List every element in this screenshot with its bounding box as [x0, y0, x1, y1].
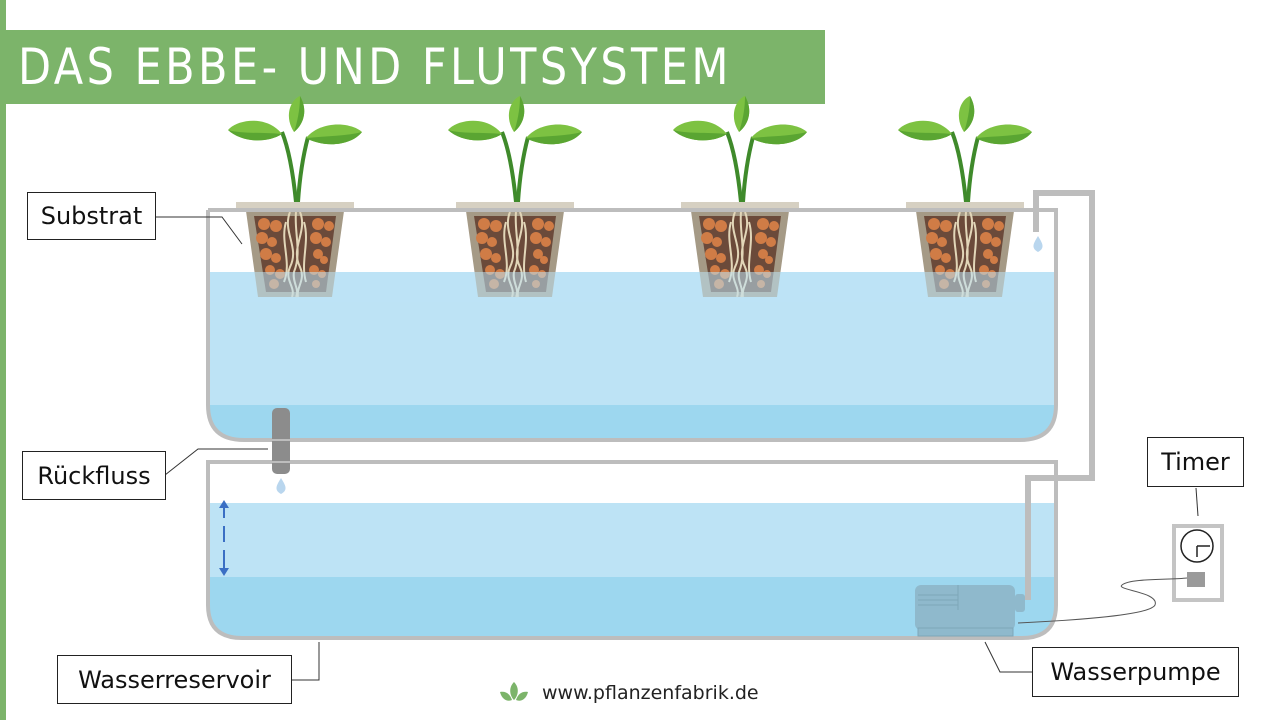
website-url[interactable]: www.pflanzenfabrik.de — [542, 682, 759, 704]
label-rueckfluss: Rückfluss — [22, 451, 166, 500]
left-accent-bar — [0, 0, 6, 720]
label-substrat: Substrat — [27, 192, 156, 240]
feed-pipe — [1025, 190, 1095, 600]
plant-4 — [896, 94, 1034, 298]
leaf-logo-icon — [500, 682, 528, 701]
title-banner: DAS EBBE- UND FLUTSYSTEM — [0, 30, 825, 104]
footer: www.pflanzenfabrik.de — [498, 680, 759, 706]
plant-1 — [226, 94, 364, 298]
label-wasserpumpe: Wasserpumpe — [1032, 647, 1239, 697]
upper-tray-water — [208, 272, 1056, 440]
label-wasserreservoir: Wasserreservoir — [57, 655, 292, 704]
plant-3 — [671, 94, 809, 298]
reservoir-water — [208, 577, 1056, 638]
water-pump — [915, 585, 1025, 637]
water-reservoir — [206, 460, 1058, 640]
page-title: DAS EBBE- UND FLUTSYSTEM — [18, 38, 732, 96]
upper-tray — [206, 208, 1058, 442]
timer-device — [1172, 524, 1224, 602]
label-timer: Timer — [1147, 437, 1244, 487]
plant-2 — [446, 94, 584, 298]
drip-icon — [276, 478, 286, 494]
